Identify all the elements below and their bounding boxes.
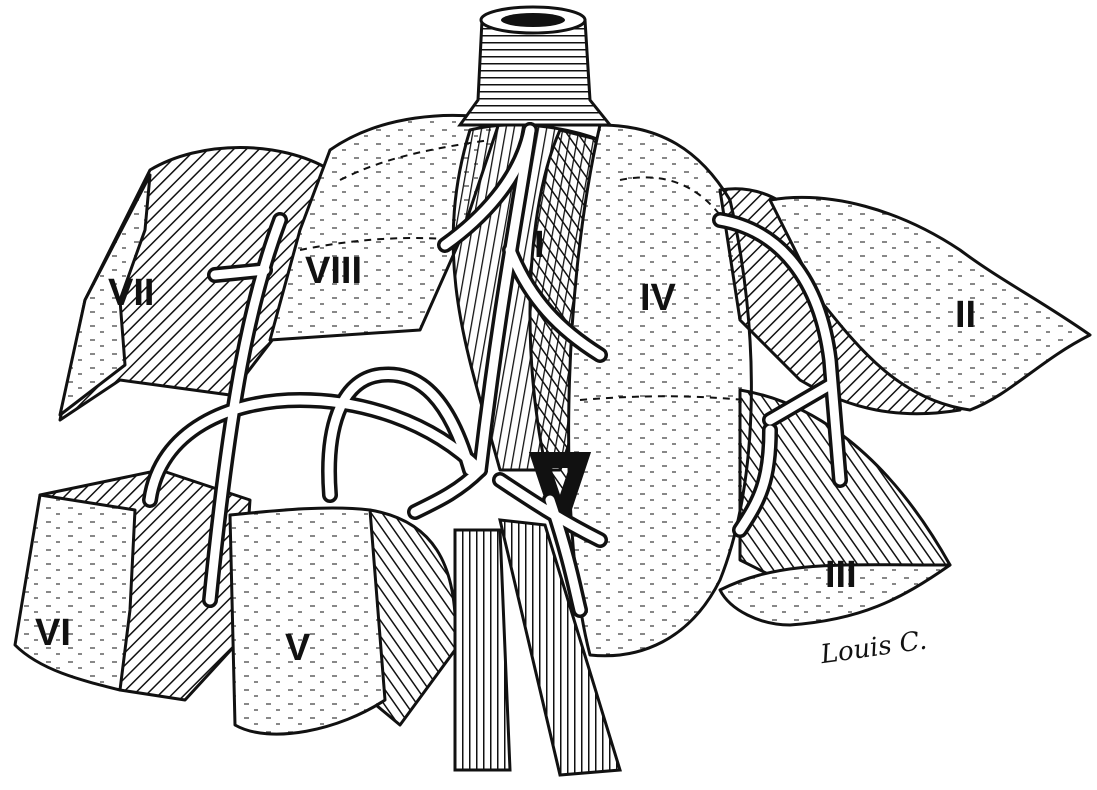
- label-segment-i: I: [534, 224, 545, 266]
- label-segment-v: V: [285, 627, 311, 669]
- segment-iv-shape: [530, 125, 751, 656]
- label-segment-iv: IV: [640, 277, 677, 319]
- label-segment-ii: II: [955, 294, 976, 336]
- label-segment-iii: III: [825, 554, 857, 596]
- label-segment-vi: VI: [35, 612, 71, 654]
- label-segment-viii: VIII: [305, 250, 362, 292]
- segment-ii-shape: [720, 189, 1090, 414]
- label-segment-vii: VII: [108, 272, 154, 314]
- artist-signature: Louis C.: [818, 626, 929, 671]
- segment-v-shape: [230, 508, 456, 734]
